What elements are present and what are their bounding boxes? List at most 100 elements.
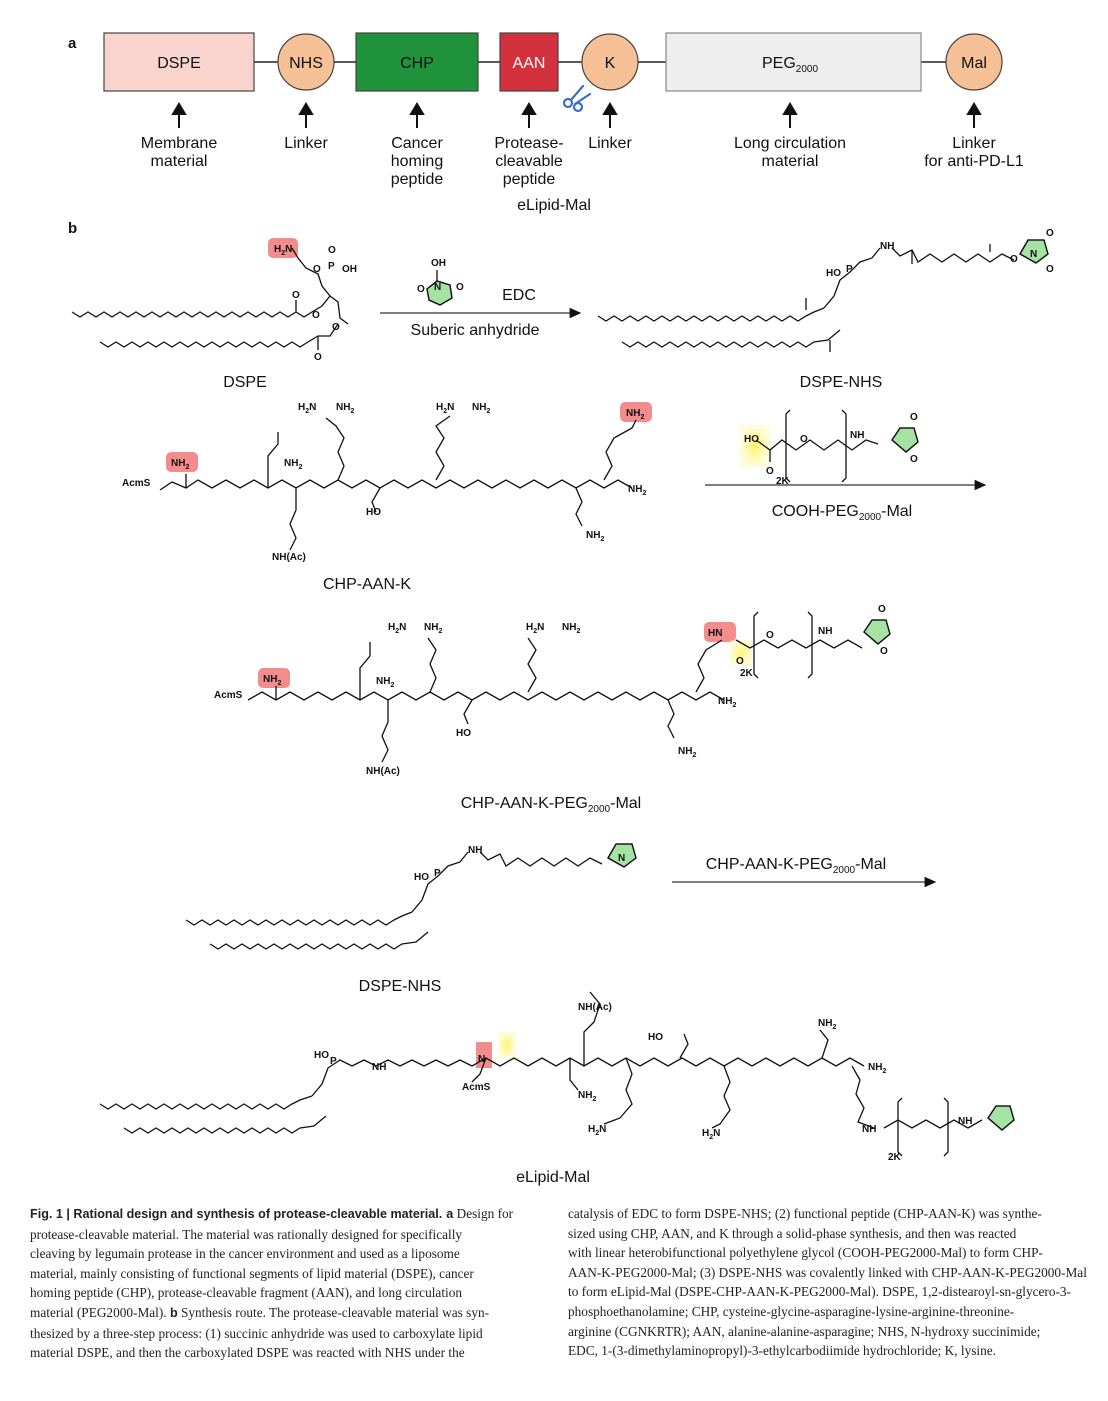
svg-text:O: O bbox=[314, 352, 322, 363]
panel-b-label: b bbox=[68, 220, 77, 237]
svg-text:Linker: Linker bbox=[588, 135, 632, 152]
svg-text:homing: homing bbox=[391, 153, 443, 170]
svg-text:NH2: NH2 bbox=[171, 458, 189, 471]
nhs-o2: O bbox=[456, 282, 464, 293]
svg-text:NH2: NH2 bbox=[868, 1062, 886, 1075]
svg-text:AcmS: AcmS bbox=[214, 690, 243, 701]
chp-aan-k-atoms: AcmS NH2 NH2 NH2 NH(Ac) H2N NH2 H2N NH2 … bbox=[122, 402, 646, 563]
description-arrows bbox=[171, 102, 982, 128]
svg-text:NH2: NH2 bbox=[626, 408, 644, 421]
reagent-edc: EDC bbox=[502, 287, 536, 304]
svg-text:N: N bbox=[1030, 249, 1037, 260]
svg-text:2K: 2K bbox=[888, 1152, 902, 1163]
svg-text:NH: NH bbox=[818, 626, 832, 637]
svg-text:NH: NH bbox=[958, 1116, 972, 1127]
svg-text:O: O bbox=[766, 466, 774, 477]
svg-text:OH: OH bbox=[342, 264, 357, 275]
svg-text:HO: HO bbox=[414, 872, 429, 883]
svg-text:O: O bbox=[878, 604, 886, 615]
svg-text:NH2: NH2 bbox=[336, 402, 354, 415]
dspe-nhs-name: DSPE-NHS bbox=[800, 374, 883, 391]
svg-text:Cancer: Cancer bbox=[391, 135, 443, 152]
svg-text:NH2: NH2 bbox=[818, 1018, 836, 1031]
svg-text:AAN: AAN bbox=[513, 55, 546, 72]
svg-text:2K: 2K bbox=[740, 668, 754, 679]
svg-text:NH2: NH2 bbox=[578, 1090, 596, 1103]
svg-text:O: O bbox=[1046, 228, 1054, 239]
svg-text:NH2: NH2 bbox=[263, 674, 281, 687]
dspe-name: DSPE bbox=[223, 374, 267, 391]
svg-text:O: O bbox=[292, 290, 300, 301]
svg-text:H2N: H2N bbox=[388, 622, 406, 635]
dspe-atoms: H2N O P OH O O O O O bbox=[274, 244, 357, 363]
block-chp: CHP bbox=[355, 32, 479, 92]
dspe-structure bbox=[71, 238, 349, 350]
caption-label-a: a bbox=[446, 1207, 454, 1221]
svg-text:K: K bbox=[605, 55, 616, 72]
svg-text:material: material bbox=[762, 153, 819, 170]
svg-text:AcmS: AcmS bbox=[122, 478, 151, 489]
svg-text:N: N bbox=[618, 853, 625, 864]
svg-text:O: O bbox=[1010, 254, 1018, 265]
block-aan: AAN bbox=[499, 32, 559, 92]
svg-text:Protease-: Protease- bbox=[494, 135, 563, 152]
svg-text:NH: NH bbox=[862, 1124, 876, 1135]
nhs-n: N bbox=[434, 282, 441, 293]
panel-a-title: eLipid-Mal bbox=[517, 197, 591, 214]
cooh-peg-mal-atoms: HO O O NH 2K O O bbox=[744, 412, 918, 487]
svg-text:H2N: H2N bbox=[274, 244, 292, 257]
nhs-o1: O bbox=[417, 284, 425, 295]
svg-text:O: O bbox=[800, 434, 808, 445]
panel-a-label: a bbox=[68, 35, 77, 52]
svg-text:NH2: NH2 bbox=[376, 676, 394, 689]
nhs-oh: OH bbox=[431, 258, 446, 269]
nhs-reagent bbox=[426, 270, 453, 306]
svg-text:Long circulation: Long circulation bbox=[734, 135, 846, 152]
svg-text:NH: NH bbox=[468, 845, 482, 856]
svg-text:NH2: NH2 bbox=[586, 530, 604, 543]
caption-left: Fig. 1 | Rational design and synthesis o… bbox=[30, 1206, 514, 1361]
dspe-nhs-structure-step3 bbox=[185, 843, 637, 950]
svg-text:NH(Ac): NH(Ac) bbox=[578, 1002, 612, 1013]
reagent-cooh-peg-mal: COOH-PEG2000-Mal bbox=[772, 503, 912, 523]
chp-aan-k-peg-mal-atoms: AcmS NH2 HN NH2 NH(Ac) H2N NH2 H2N NH2 H… bbox=[214, 604, 888, 777]
svg-text:H2N: H2N bbox=[436, 402, 454, 415]
svg-text:H2N: H2N bbox=[526, 622, 544, 635]
svg-text:O: O bbox=[736, 656, 744, 667]
svg-text:HO: HO bbox=[366, 507, 381, 518]
svg-text:O: O bbox=[328, 245, 336, 256]
chp-aan-k-name: CHP-AAN-K bbox=[323, 576, 411, 593]
svg-text:P: P bbox=[846, 264, 853, 275]
reagent-suberic: Suberic anhydride bbox=[411, 322, 540, 339]
svg-text:HO: HO bbox=[648, 1032, 663, 1043]
svg-text:2K: 2K bbox=[776, 476, 790, 487]
reagent-chp-aan-k-peg-mal: CHP-AAN-K-PEG2000-Mal bbox=[706, 856, 886, 876]
svg-text:AcmS: AcmS bbox=[462, 1082, 491, 1093]
svg-text:CHP: CHP bbox=[400, 55, 434, 72]
svg-text:H2N: H2N bbox=[702, 1128, 720, 1141]
block-k: K bbox=[581, 33, 639, 91]
caption-title: Fig. 1 | Rational design and synthesis o… bbox=[30, 1207, 443, 1221]
svg-text:PEG2000: PEG2000 bbox=[762, 55, 818, 75]
svg-text:NHS: NHS bbox=[289, 55, 323, 72]
svg-text:NH2: NH2 bbox=[562, 622, 580, 635]
svg-text:H2N: H2N bbox=[588, 1124, 606, 1137]
svg-text:P: P bbox=[330, 1056, 337, 1067]
svg-text:NH: NH bbox=[372, 1062, 386, 1073]
chp-aan-k-peg-mal-structure bbox=[247, 611, 891, 763]
svg-text:NH(Ac): NH(Ac) bbox=[272, 552, 306, 563]
caption-label-b: b bbox=[169, 1305, 178, 1320]
svg-text:NH2: NH2 bbox=[424, 622, 442, 635]
svg-text:P: P bbox=[434, 868, 441, 879]
block-nhs: NHS bbox=[277, 33, 335, 91]
svg-text:N: N bbox=[478, 1054, 485, 1065]
scissors-icon bbox=[562, 84, 592, 113]
svg-text:NH2: NH2 bbox=[628, 484, 646, 497]
svg-text:NH2: NH2 bbox=[678, 746, 696, 759]
svg-text:Linker: Linker bbox=[952, 135, 996, 152]
block-dspe: DSPE bbox=[103, 32, 255, 92]
svg-text:HO: HO bbox=[826, 268, 841, 279]
svg-text:cleavable: cleavable bbox=[495, 153, 563, 170]
svg-text:NH: NH bbox=[880, 241, 894, 252]
svg-text:HO: HO bbox=[744, 434, 759, 445]
